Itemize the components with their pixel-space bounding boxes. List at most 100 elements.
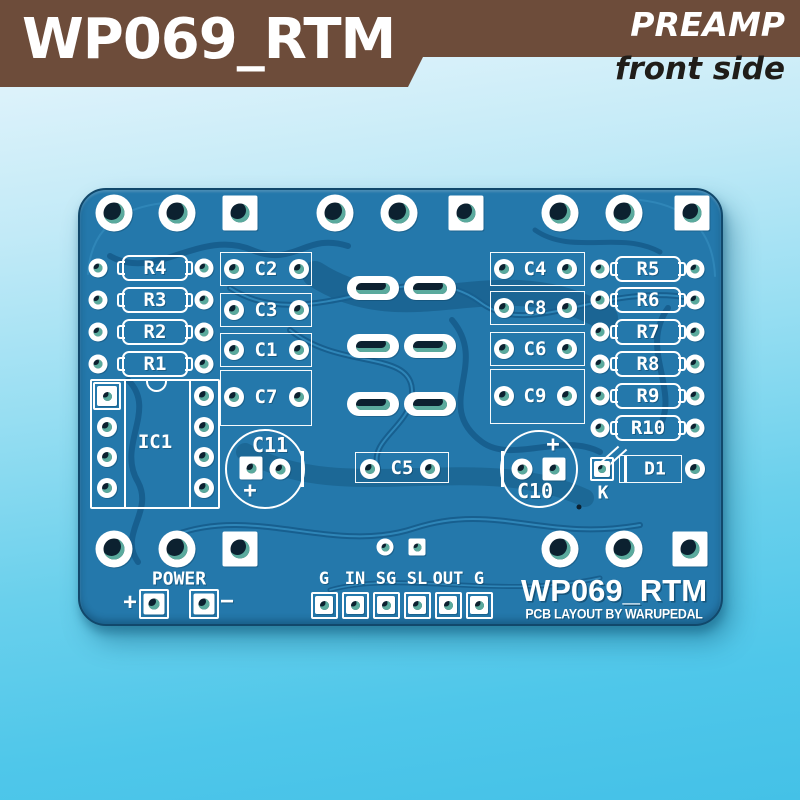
page-title: WP069_RTM <box>22 7 396 72</box>
pad-hole <box>549 538 571 560</box>
connector-pad <box>439 596 457 614</box>
connector-pad-box <box>403 591 431 619</box>
pad-oval <box>404 334 456 358</box>
pad-hole <box>549 464 559 474</box>
capacitor-label: C7 <box>254 386 278 408</box>
power-pad-box <box>189 589 219 619</box>
ic1-pad <box>194 417 214 437</box>
pad-hole <box>198 598 210 610</box>
connector-label: G <box>473 569 485 589</box>
d1-label: D1 <box>644 458 666 480</box>
c11-plus-mark: + <box>243 478 257 504</box>
capacitor-pad <box>494 259 514 279</box>
resistor-pad <box>685 354 705 374</box>
resistor-pad <box>88 354 108 374</box>
resistor-pad <box>590 354 610 374</box>
pad-oval <box>347 392 399 416</box>
pad-slot <box>356 340 390 352</box>
resistor-pad <box>685 290 705 310</box>
resistor-pad <box>194 322 214 342</box>
pad-hole <box>562 391 572 401</box>
pad-hole <box>199 422 209 432</box>
ic1-pin1-pad <box>97 386 117 406</box>
ic1-outline-divider <box>189 379 191 509</box>
pad-hole <box>595 264 605 274</box>
mount-pad-round <box>158 530 196 568</box>
pad-slot <box>413 282 447 294</box>
pad-hole <box>199 391 209 401</box>
k-pad <box>594 461 610 477</box>
pad-hole <box>199 452 209 462</box>
d1-cathode-band <box>624 456 627 482</box>
capacitor-outline <box>490 291 585 325</box>
resistor-outline <box>615 319 681 345</box>
c11-polarity-chord <box>301 451 304 487</box>
pad-hole <box>230 203 250 223</box>
c10-polarity-chord <box>501 451 504 487</box>
capacitor-pad <box>224 300 244 320</box>
capacitor-pad <box>224 340 244 360</box>
connector-pad-box <box>372 591 400 619</box>
mount-pad-round <box>95 530 133 568</box>
connector-label: SG <box>375 569 397 589</box>
resistor-outline <box>122 351 188 377</box>
pad-hole <box>166 538 188 560</box>
pad-hole <box>595 391 605 401</box>
pcb-board: IC1 C11 + + C10 C5 D1 K POWER + − <box>78 188 723 626</box>
ic1-pin1-box <box>93 382 121 410</box>
resistor-pad <box>194 290 214 310</box>
pad-hole <box>230 539 250 559</box>
resistor-pad <box>685 322 705 342</box>
power-minus-pad <box>193 593 215 615</box>
connector-pad <box>315 596 333 614</box>
c11-pad <box>269 458 291 480</box>
pad-hole <box>229 392 239 402</box>
pad-hole <box>499 391 509 401</box>
capacitor-label: C4 <box>523 258 547 280</box>
pad-hole <box>549 202 571 224</box>
pad-hole <box>103 538 125 560</box>
resistor-outline <box>615 351 681 377</box>
pad-hole <box>690 423 700 433</box>
c5-outline <box>355 452 449 483</box>
c11-outline <box>225 429 305 509</box>
capacitor-pad <box>289 387 309 407</box>
pad-slot <box>356 282 390 294</box>
pad-hole <box>388 202 410 224</box>
pad-hole <box>413 543 421 551</box>
capacitor-outline <box>220 333 312 367</box>
pad-hole <box>294 264 304 274</box>
pad-slot <box>413 398 447 410</box>
resistor-pad <box>685 418 705 438</box>
pad-hole <box>598 465 606 473</box>
resistor-outline <box>615 256 681 282</box>
resistor-label: R6 <box>636 289 660 311</box>
resistor-label: R4 <box>143 257 167 279</box>
mount-pad-round <box>316 194 354 232</box>
capacitor-pad <box>494 339 514 359</box>
mount-pad-round <box>158 194 196 232</box>
c11-label: C11 <box>251 433 289 457</box>
ic1-pad <box>97 417 117 437</box>
resistor-pad <box>590 322 610 342</box>
power-plus-pad <box>143 593 165 615</box>
pad-hole <box>690 464 700 474</box>
pad-oval <box>404 392 456 416</box>
mount-pad-square <box>672 531 708 567</box>
ic1-outline-divider <box>124 379 126 509</box>
ic1-label: IC1 <box>137 431 173 453</box>
pad-hole <box>381 543 389 551</box>
capacitor-pad <box>557 298 577 318</box>
capacitor-label: C6 <box>523 338 547 360</box>
mount-pad-square <box>222 531 258 567</box>
pad-hole <box>294 305 304 315</box>
c10-plus-mark: + <box>546 432 560 458</box>
pad-hole <box>93 327 103 337</box>
small-pad-square <box>408 538 426 556</box>
resistor-pad <box>590 386 610 406</box>
pad-hole <box>690 391 700 401</box>
pad-hole <box>690 264 700 274</box>
pad-hole <box>324 202 346 224</box>
pad-hole <box>294 345 304 355</box>
pad-hole <box>102 391 112 401</box>
